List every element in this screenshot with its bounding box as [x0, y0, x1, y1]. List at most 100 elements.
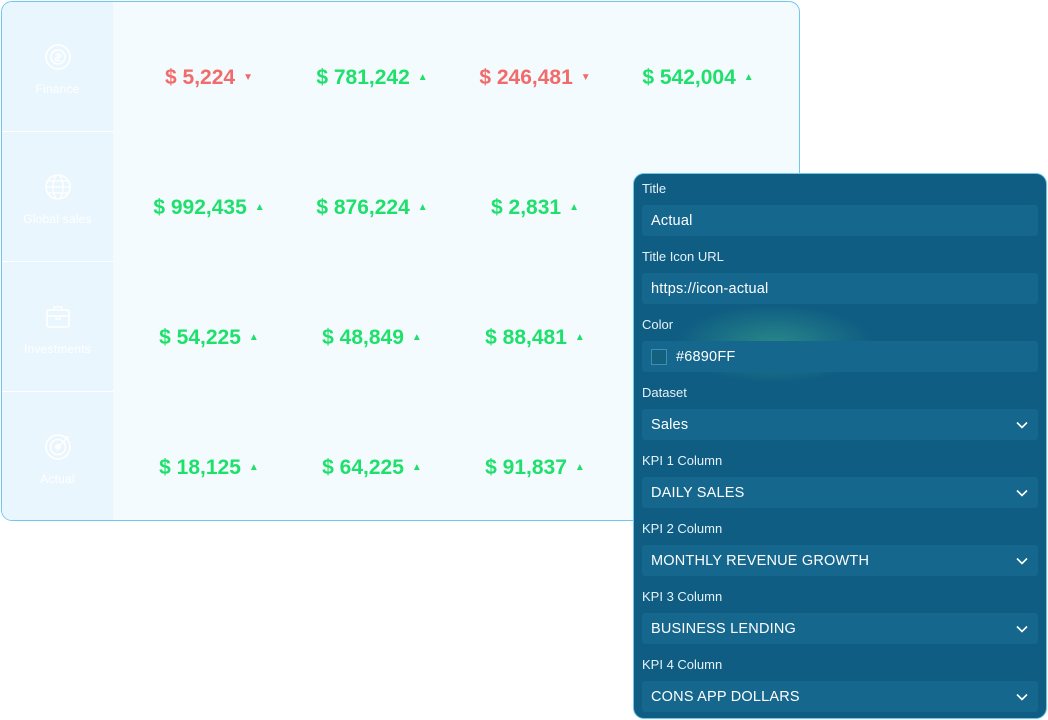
kpi-amount: $ 48,849	[322, 326, 404, 349]
field-label: KPI 4 Column	[642, 657, 723, 672]
row-category-tab[interactable]: Actual	[2, 392, 113, 520]
trend-down-icon: ▼	[580, 72, 591, 83]
kpi-amount: $ 781,242	[316, 66, 410, 89]
dashboard-row: Actual $ 18,125▲ $ 64,225▲ $ 91,837 ▲	[2, 392, 799, 520]
kpi-amount: $ 2,831	[491, 196, 562, 219]
trend-up-icon: ▲	[569, 202, 579, 213]
kpi-tile: $ 542,004▲	[617, 2, 779, 132]
row-category-label: Global sales	[23, 211, 92, 226]
settings-field: Title Icon URL https://icon-actual	[642, 249, 1038, 304]
field-value: #6890FF	[676, 348, 736, 365]
chevron-down-icon[interactable]	[1016, 625, 1028, 633]
row-category-label: Finance	[35, 81, 80, 96]
kpi-amount: $ 54,225	[159, 326, 241, 349]
kpi-value: $ 2,831 ▲	[491, 196, 579, 220]
text-input[interactable]: Actual	[642, 205, 1038, 236]
kpi-label	[139, 36, 279, 52]
select-dropdown[interactable]: CONS APP DOLLARS	[642, 681, 1038, 712]
row-category-tab[interactable]: Global sales	[2, 132, 113, 262]
field-label: Color	[642, 317, 674, 332]
kpi-amount: $ 5,224	[165, 66, 236, 89]
dashboard-row: Finance $ 5,224 ▼ $ 781,242 ▲ $ 246,481 ▼ $ 542…	[2, 2, 799, 132]
chevron-down-icon[interactable]	[1016, 489, 1028, 497]
kpi-tile: $ 91,837 ▲	[454, 392, 616, 520]
field-label: KPI 1 Column	[642, 453, 723, 468]
chevron-down-icon[interactable]	[1016, 557, 1028, 565]
row-category-tab[interactable]: Finance	[2, 2, 113, 132]
field-value: Actual	[651, 212, 693, 229]
kpi-tile: $ 992,435 ▲	[128, 132, 290, 262]
trend-up-icon: ▲	[574, 332, 585, 343]
kpi-tile: $ 781,242 ▲	[291, 2, 453, 132]
kpi-label	[302, 166, 442, 182]
row-category-label: Investments	[24, 341, 91, 356]
select-dropdown[interactable]: BUSINESS LENDING	[642, 613, 1038, 644]
kpi-amount: $ 246,481	[479, 66, 573, 89]
dashboard-row: Global sales $ 992,435 ▲ $ 876,224 ▲ $ 2,831 ▲	[2, 132, 799, 262]
kpi-value: $ 18,125▲	[159, 456, 259, 480]
select-dropdown[interactable]: Sales	[642, 409, 1038, 440]
kpi-label	[628, 36, 768, 52]
kpi-value: $ 781,242 ▲	[316, 66, 427, 90]
row-category-label: Actual	[40, 472, 75, 486]
field-value: https://icon-actual	[651, 280, 769, 297]
chevron-down-icon[interactable]	[1016, 421, 1028, 429]
color-swatch[interactable]	[651, 348, 667, 365]
trend-down-icon: ▼	[243, 72, 253, 83]
kpi-label	[302, 426, 442, 442]
kpi-value: $ 992,435 ▲	[153, 196, 264, 220]
kpi-tile: $ 88,481▲	[454, 262, 616, 392]
kpi-value: $ 54,225▲	[159, 326, 259, 350]
chevron-down-icon[interactable]	[1016, 693, 1028, 701]
kpi-label	[465, 426, 605, 442]
kpi-label	[139, 296, 279, 312]
kpi-tile: $ 246,481 ▼	[454, 2, 616, 132]
trend-up-icon: ▲	[574, 462, 585, 473]
field-label: Title Icon URL	[642, 249, 724, 264]
kpi-amount: $ 876,224	[316, 196, 410, 219]
kpi-label	[465, 166, 605, 182]
dashboard-row: Investments$ 54,225▲$ 48,849▲$ 88,481▲	[2, 262, 799, 392]
settings-field: Color #6890FF	[642, 317, 1038, 372]
briefcase-icon	[43, 302, 73, 332]
kpi-tile: $ 48,849 ▲	[291, 262, 453, 392]
field-label: KPI 3 Column	[642, 589, 723, 604]
field-label: KPI 2 Column	[642, 521, 723, 536]
color-picker-input[interactable]: #6890FF	[642, 341, 1038, 372]
field-value: CONS APP DOLLARS	[651, 688, 800, 705]
trend-up-icon: ▲	[417, 202, 428, 213]
field-value: MONTHLY REVENUE GROWTH	[651, 552, 870, 569]
trend-up-icon: ▲	[417, 72, 428, 83]
trend-up-icon: ▲	[411, 332, 422, 343]
trend-up-icon: ▲	[248, 462, 259, 473]
select-dropdown[interactable]: MONTHLY REVENUE GROWTH	[642, 545, 1038, 576]
trend-up-icon: ▲	[254, 202, 265, 213]
kpi-tile: $ 64,225▲	[291, 392, 453, 520]
target-icon	[43, 432, 73, 462]
select-dropdown[interactable]: DAILY SALES	[642, 477, 1038, 508]
kpi-amount: $ 542,004	[642, 66, 736, 89]
kpi-label	[139, 426, 279, 442]
field-value: Sales	[651, 416, 689, 433]
dashboard-rows: Finance $ 5,224 ▼ $ 781,242 ▲ $ 246,481 ▼ $ 542…	[2, 2, 799, 520]
kpi-tile: $ 2,831 ▲	[454, 132, 616, 262]
kpi-label	[465, 36, 605, 52]
kpi-amount: $ 992,435	[153, 196, 247, 219]
kpi-label	[302, 296, 442, 312]
row-category-tab[interactable]: Investments	[2, 262, 113, 392]
kpi-value: $ 876,224 ▲	[316, 196, 427, 220]
kpi-tile: $ 18,125▲	[128, 392, 290, 520]
field-value: DAILY SALES	[651, 484, 745, 501]
target-coin-icon	[43, 42, 73, 72]
text-input[interactable]: https://icon-actual	[642, 273, 1038, 304]
kpi-label	[465, 296, 605, 312]
kpi-value: $ 91,837 ▲	[485, 456, 585, 480]
globe-icon	[43, 172, 73, 202]
kpi-value: $ 542,004▲	[642, 66, 753, 90]
kpi-amount: $ 91,837	[485, 456, 567, 479]
kpi-tile: $ 5,224 ▼	[128, 2, 290, 132]
